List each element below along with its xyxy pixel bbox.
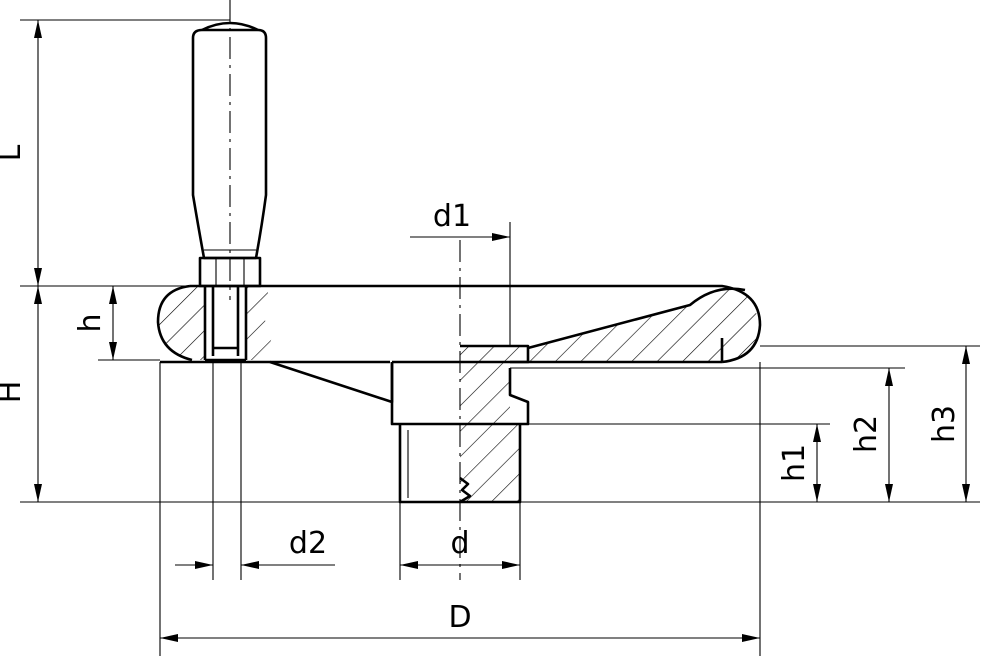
dimension-d2: d2 xyxy=(175,526,335,569)
dimension-H: H xyxy=(0,286,42,502)
dimension-h: h xyxy=(73,286,117,360)
label-H: H xyxy=(0,381,28,404)
label-L: L xyxy=(0,144,28,161)
label-h1: h1 xyxy=(777,444,812,482)
label-h: h xyxy=(73,313,108,332)
label-d: d xyxy=(450,526,469,561)
label-d2: d2 xyxy=(289,526,327,561)
handle-stud xyxy=(203,286,248,362)
dimension-L: L xyxy=(0,20,42,286)
extension-lines xyxy=(20,19,980,656)
rim-section-left xyxy=(158,286,272,360)
dimension-D: D xyxy=(160,600,760,642)
dimension-h3: h3 xyxy=(927,346,970,502)
wheel-outline xyxy=(156,284,762,504)
dimension-h2: h2 xyxy=(849,368,893,502)
center-lines xyxy=(229,0,461,580)
label-d1: d1 xyxy=(433,199,471,234)
label-h3: h3 xyxy=(927,405,962,443)
dimension-h1: h1 xyxy=(777,424,821,502)
label-D: D xyxy=(448,600,471,635)
dimension-d1: d1 xyxy=(410,199,510,241)
dimension-d: d xyxy=(400,526,520,569)
spoke-section xyxy=(528,289,759,362)
label-h2: h2 xyxy=(849,415,884,453)
